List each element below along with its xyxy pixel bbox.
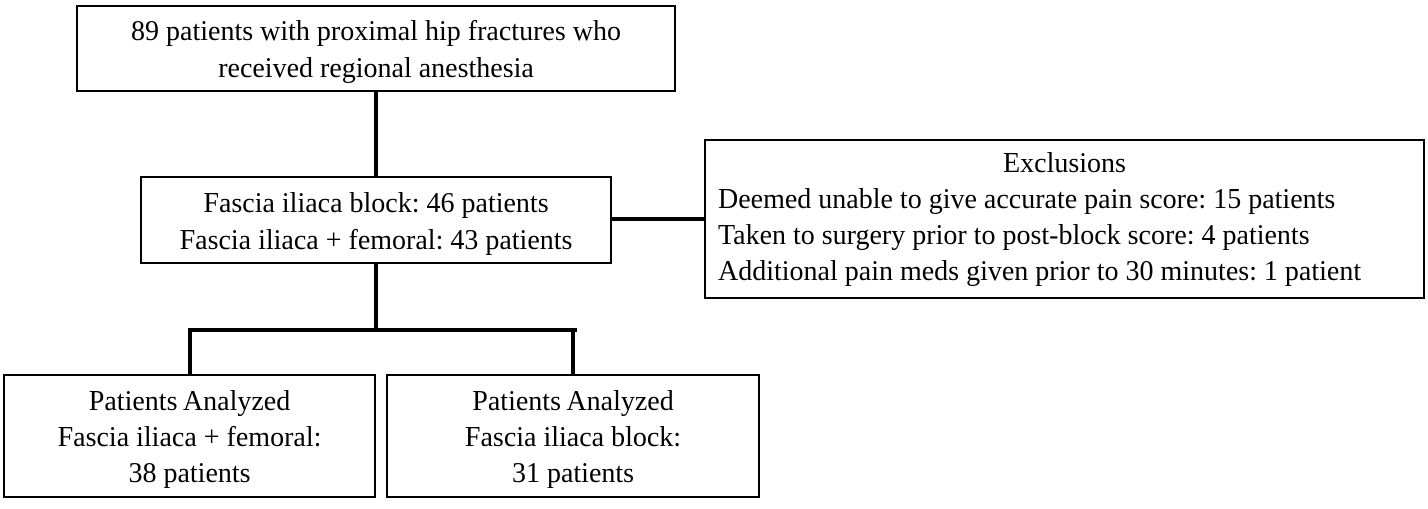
connector-split-horizontal [188, 328, 577, 332]
flow-box-exclusions: Exclusions Deemed unable to give accurat… [704, 139, 1425, 299]
exclusions-title: Exclusions [1003, 148, 1126, 179]
connector-split-to-analyzed-block [571, 328, 575, 375]
connector-split-to-analyzed-femoral [188, 328, 192, 375]
allocation-line-1: Fascia iliaca block: 46 patients [203, 188, 549, 219]
flow-box-analyzed-block: Patients Analyzed Fascia iliaca block: 3… [386, 374, 760, 498]
exclusions-line-1: Deemed unable to give accurate pain scor… [718, 184, 1336, 215]
allocation-line-2: Fascia iliaca + femoral: 43 patients [179, 225, 573, 256]
exclusions-line-2: Taken to surgery prior to post-block sco… [718, 220, 1310, 251]
flow-box-enrollment: 89 patients with proximal hip fractures … [76, 5, 676, 92]
analyzed-femoral-line-1: Patients Analyzed [88, 386, 291, 417]
flow-box-analyzed-femoral: Patients Analyzed Fascia iliaca + femora… [3, 374, 376, 498]
enrollment-line-1: 89 patients with proximal hip fractures … [131, 16, 621, 47]
analyzed-block-line-2: Fascia iliaca block: [464, 422, 682, 453]
analyzed-femoral-line-3: 38 patients [128, 458, 251, 489]
flow-box-allocation: Fascia iliaca block: 46 patients Fascia … [140, 176, 612, 264]
analyzed-block-line-3: 31 patients [511, 458, 635, 489]
enrollment-line-2: received regional anesthesia [218, 53, 534, 84]
connector-allocation-to-split [374, 263, 378, 330]
exclusions-line-3: Additional pain meds given prior to 30 m… [718, 256, 1362, 287]
analyzed-block-line-1: Patients Analyzed [472, 386, 674, 417]
connector-allocation-to-exclusions [611, 217, 705, 221]
analyzed-femoral-line-2: Fascia iliaca + femoral: [57, 422, 322, 453]
connector-enrollment-to-allocation [374, 91, 378, 177]
